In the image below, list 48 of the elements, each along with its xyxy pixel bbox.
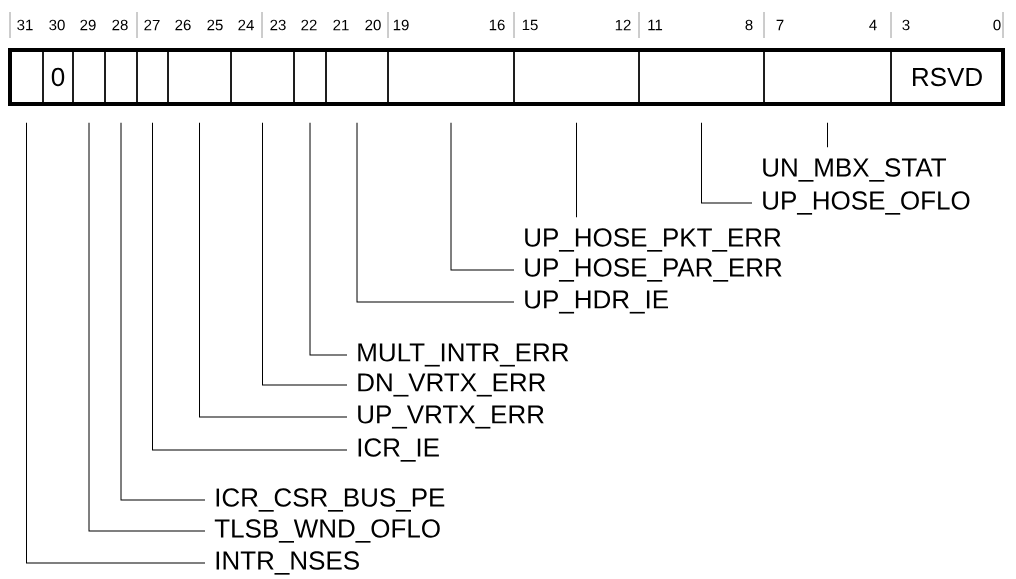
bit-number: 29 <box>80 19 96 31</box>
bit-number: 3 <box>902 19 910 31</box>
register-field: 0 <box>42 49 74 105</box>
leader-line <box>356 122 515 303</box>
leader-line <box>88 122 206 532</box>
field-label: UN_MBX_STAT <box>763 158 946 182</box>
leader-line <box>152 122 348 451</box>
bit-number: 19 <box>393 19 409 31</box>
leader-line <box>576 122 577 218</box>
field-label: UP_VRTX_ERR <box>358 405 544 429</box>
bit-number: 12 <box>615 19 631 31</box>
field-label: UP_HDR_IE <box>525 290 668 314</box>
field-label: ICR_CSR_BUS_PE <box>216 488 445 512</box>
bit-number: 21 <box>333 19 349 31</box>
leader-line <box>199 122 348 418</box>
leader-line <box>450 122 515 271</box>
register-field: RSVD <box>890 49 1004 105</box>
leader-line <box>26 122 206 564</box>
bit-number: 4 <box>869 19 877 31</box>
field-label: TLSB_WND_OFLO <box>214 519 440 543</box>
field-label: UP_HOSE_PAR_ERR <box>525 258 782 282</box>
leader-line <box>827 122 828 148</box>
field-label: DN_VRTX_ERR <box>358 373 546 397</box>
leader-line <box>120 122 206 501</box>
bit-number: 16 <box>489 19 505 31</box>
bit-number: 31 <box>17 19 33 31</box>
field-label: UP_HOSE_PKT_ERR <box>525 228 781 252</box>
bit-number: 11 <box>648 19 663 31</box>
bit-number: 8 <box>745 19 753 31</box>
leader-line <box>262 122 348 386</box>
bit-number: 25 <box>207 19 223 31</box>
field-label: UP_HOSE_OFLO <box>763 191 970 215</box>
leader-line <box>701 122 753 204</box>
field-label: ICR_IE <box>358 438 439 462</box>
bit-number: 24 <box>238 19 254 31</box>
bit-number: 7 <box>776 19 784 31</box>
bit-number: 27 <box>144 19 160 31</box>
bit-number: 26 <box>175 19 191 31</box>
bit-number: 15 <box>522 19 538 31</box>
bit-number: 28 <box>112 19 128 31</box>
bit-number: 30 <box>49 19 65 31</box>
field-label: INTR_NSES <box>216 551 359 575</box>
leader-line <box>309 122 348 356</box>
bit-number: 22 <box>301 19 317 31</box>
bit-number: 23 <box>270 19 286 31</box>
bit-number: 20 <box>365 19 381 31</box>
bit-number: 0 <box>993 19 1001 31</box>
field-label: MULT_INTR_ERR <box>358 343 569 367</box>
